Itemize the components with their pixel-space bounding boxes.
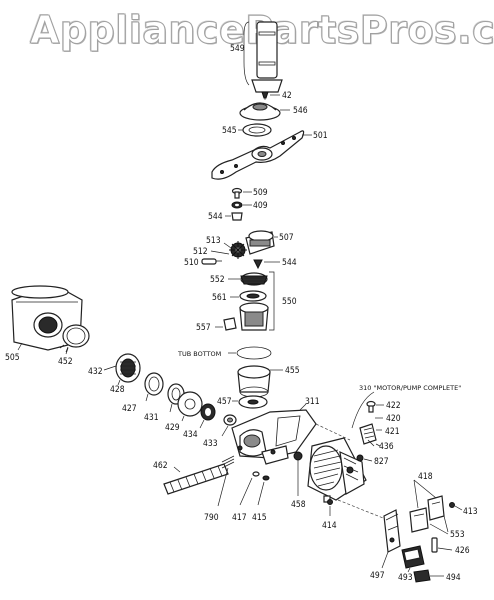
part-552-spring (240, 272, 268, 286)
label-544-lower: 544 (282, 258, 297, 268)
label-428: 428 (110, 385, 125, 395)
label-493: 493 (398, 573, 413, 583)
label-553: 553 (450, 530, 465, 540)
part-544-nut (231, 212, 243, 221)
label-452: 452 (58, 357, 73, 367)
label-418: 418 (418, 472, 433, 482)
label-426: 426 (455, 546, 470, 556)
part-427-cover (144, 372, 164, 396)
part-434-ring (200, 403, 216, 421)
label-561: 561 (212, 293, 227, 303)
part-545-ring (242, 123, 272, 137)
part-457-disk (238, 395, 268, 409)
label-42: 42 (282, 91, 292, 101)
label-433: 433 (203, 439, 218, 449)
label-557: 557 (196, 323, 211, 333)
label-545: 545 (222, 126, 237, 136)
label-431: 431 (144, 413, 159, 423)
part-433-nut (223, 414, 237, 426)
label-512: 512 (193, 247, 208, 257)
label-509: 509 (253, 188, 268, 198)
label-422: 422 (386, 401, 401, 411)
part-544-cone (253, 259, 263, 270)
part-462-hose (163, 463, 229, 495)
part-421-connector (359, 423, 377, 445)
part-415-washer (262, 475, 270, 481)
label-497: 497 (370, 571, 385, 581)
part-509-screw (231, 187, 243, 199)
part-429-plate (177, 391, 203, 417)
label-510: 510 (184, 258, 199, 268)
part-507-hub (245, 230, 275, 255)
label-436: 436 (379, 442, 394, 452)
label-414: 414 (322, 521, 337, 531)
part-790-spring (221, 455, 235, 469)
part-513-gear (229, 241, 247, 259)
label-501: 501 (313, 131, 328, 141)
label-462: 462 (153, 461, 168, 471)
label-429: 429 (165, 423, 180, 433)
part-311-pump-body (231, 409, 317, 465)
part-452-sleeve (59, 324, 90, 353)
part-455-cup (237, 365, 271, 398)
part-422-screw (366, 400, 376, 413)
label-417: 417 (232, 513, 247, 523)
part-550-housing (239, 302, 269, 331)
label-427: 427 (122, 404, 137, 414)
part-428-impeller (115, 353, 141, 383)
part-510-pin (201, 258, 222, 265)
label-311: 311 (305, 397, 320, 407)
label-505: 505 (5, 353, 20, 363)
motor-pump-note: 310 "MOTOR/PUMP COMPLETE" (359, 384, 461, 392)
label-546: 546 (293, 106, 308, 116)
label-507: 507 (279, 233, 294, 243)
label-455: 455 (285, 366, 300, 376)
label-550: 550 (282, 297, 297, 307)
part-409-washer (231, 201, 243, 209)
label-827: 827 (374, 457, 389, 467)
label-549: 549 (230, 44, 245, 54)
label-415: 415 (252, 513, 267, 523)
part-493-block (401, 545, 425, 569)
tub-bottom-note: TUB BOTTOM (177, 350, 221, 358)
part-549-tube (251, 21, 283, 100)
part-553-switch (409, 495, 445, 533)
part-497-bracket (383, 509, 401, 553)
label-458: 458 (291, 500, 306, 510)
part-494-clip (413, 569, 431, 583)
label-544-top: 544 (208, 212, 223, 222)
label-420: 420 (386, 414, 401, 424)
part-42-screw (261, 91, 269, 99)
label-421: 421 (385, 427, 400, 437)
part-505-housing (11, 285, 83, 351)
part-557-clip (223, 317, 237, 331)
part-426-pin (431, 537, 438, 553)
label-409: 409 (253, 201, 268, 211)
part-546-cap (239, 102, 281, 121)
label-790: 790 (204, 513, 219, 523)
label-434: 434 (183, 430, 198, 440)
label-552: 552 (210, 275, 225, 285)
part-413-screw (449, 502, 455, 508)
label-413: 413 (463, 507, 478, 517)
label-494: 494 (446, 573, 461, 583)
part-827-screw (356, 454, 364, 462)
part-561-ring (239, 290, 267, 302)
part-310-motor (307, 437, 367, 503)
part-417-washer (252, 471, 260, 477)
part-436-spring (367, 439, 375, 447)
part-458-screw (293, 451, 303, 461)
label-432: 432 (88, 367, 103, 377)
part-501-spray-arm (211, 130, 305, 180)
label-457: 457 (217, 397, 232, 407)
part-414-screw (327, 499, 333, 505)
label-513: 513 (206, 236, 221, 246)
